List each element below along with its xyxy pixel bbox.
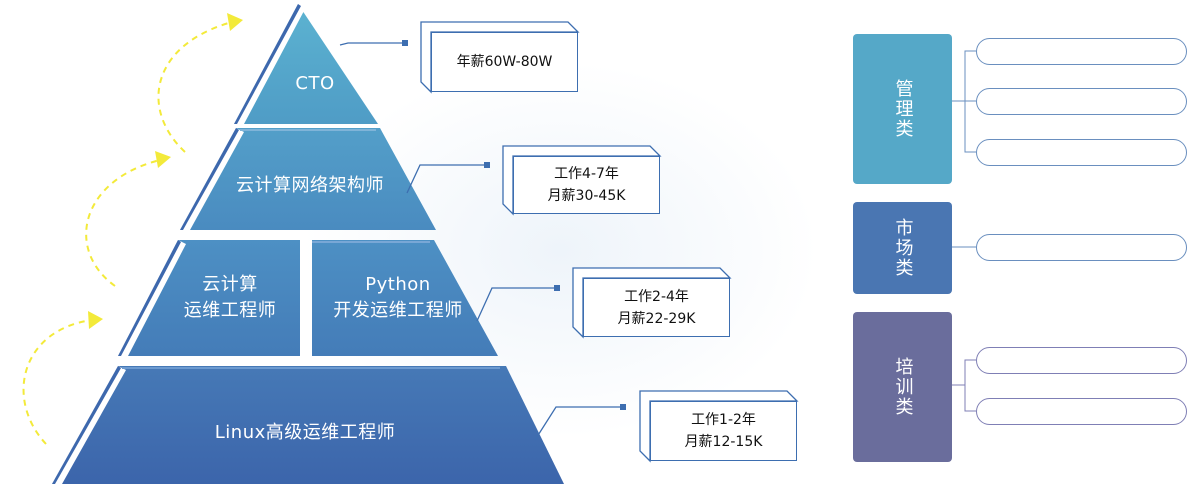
arrow-path-3 [157, 21, 233, 153]
marketing-item-1 [976, 234, 1187, 261]
experience-text: 工作1-2年 [691, 412, 756, 428]
salary-text: 年薪60W-80W [456, 54, 553, 70]
arrow-head-3 [227, 13, 243, 31]
salary-text: 月薪12-15K [684, 434, 763, 450]
arrow-heads [88, 13, 243, 329]
category-training: 培训类 [853, 312, 952, 462]
category-label: 市场类 [892, 218, 914, 278]
label-cloud-architect: 云计算网络架构师 [236, 175, 384, 196]
training-item-2 [976, 398, 1187, 425]
management-item-1 [976, 38, 1187, 65]
category-brackets-violet [952, 359, 976, 412]
connector-3 [476, 287, 556, 322]
training-item-1 [976, 347, 1187, 374]
salary-box-architect: 工作4-7年 月薪30-45K [513, 156, 660, 214]
salary-box-linux: 工作1-2年 月薪12-15K [650, 401, 797, 461]
category-marketing: 市场类 [853, 202, 952, 294]
level-cto [234, 4, 378, 124]
category-brackets [952, 50, 976, 248]
level-python-dev [312, 240, 498, 356]
label-python-dev: Python 开发运维工程师 [333, 274, 463, 321]
arrow-path-2 [85, 159, 161, 287]
salary-box-ops: 工作2-4年 月薪22-29K [583, 278, 730, 337]
experience-text: 工作4-7年 [554, 166, 619, 182]
label-cto: CTO [295, 73, 335, 94]
category-management: 管理类 [853, 34, 952, 184]
progress-arrows [22, 21, 233, 445]
label-cloud-ops: 云计算 运维工程师 [183, 274, 277, 321]
label-linux-ops: Linux高级运维工程师 [214, 422, 396, 443]
category-label: 管理类 [892, 79, 914, 139]
arrow-head-1 [88, 311, 103, 329]
arrow-path-1 [22, 319, 93, 445]
connector-2 [406, 164, 486, 194]
category-label: 培训类 [892, 357, 914, 417]
connectors [339, 42, 622, 441]
level-linux [52, 366, 564, 484]
level-cloud-architect [180, 128, 436, 230]
salary-text: 月薪22-29K [617, 310, 696, 327]
experience-text: 工作2-4年 [624, 288, 689, 305]
arrow-head-2 [155, 151, 171, 168]
salary-box-cto: 年薪60W-80W [431, 32, 578, 92]
management-item-3 [976, 139, 1187, 166]
connector-4 [534, 406, 622, 441]
salary-text: 月薪30-45K [547, 188, 626, 204]
connector-1 [339, 42, 404, 46]
management-item-2 [976, 88, 1187, 115]
connector-dots [402, 40, 626, 410]
level-cloud-ops [118, 240, 300, 356]
